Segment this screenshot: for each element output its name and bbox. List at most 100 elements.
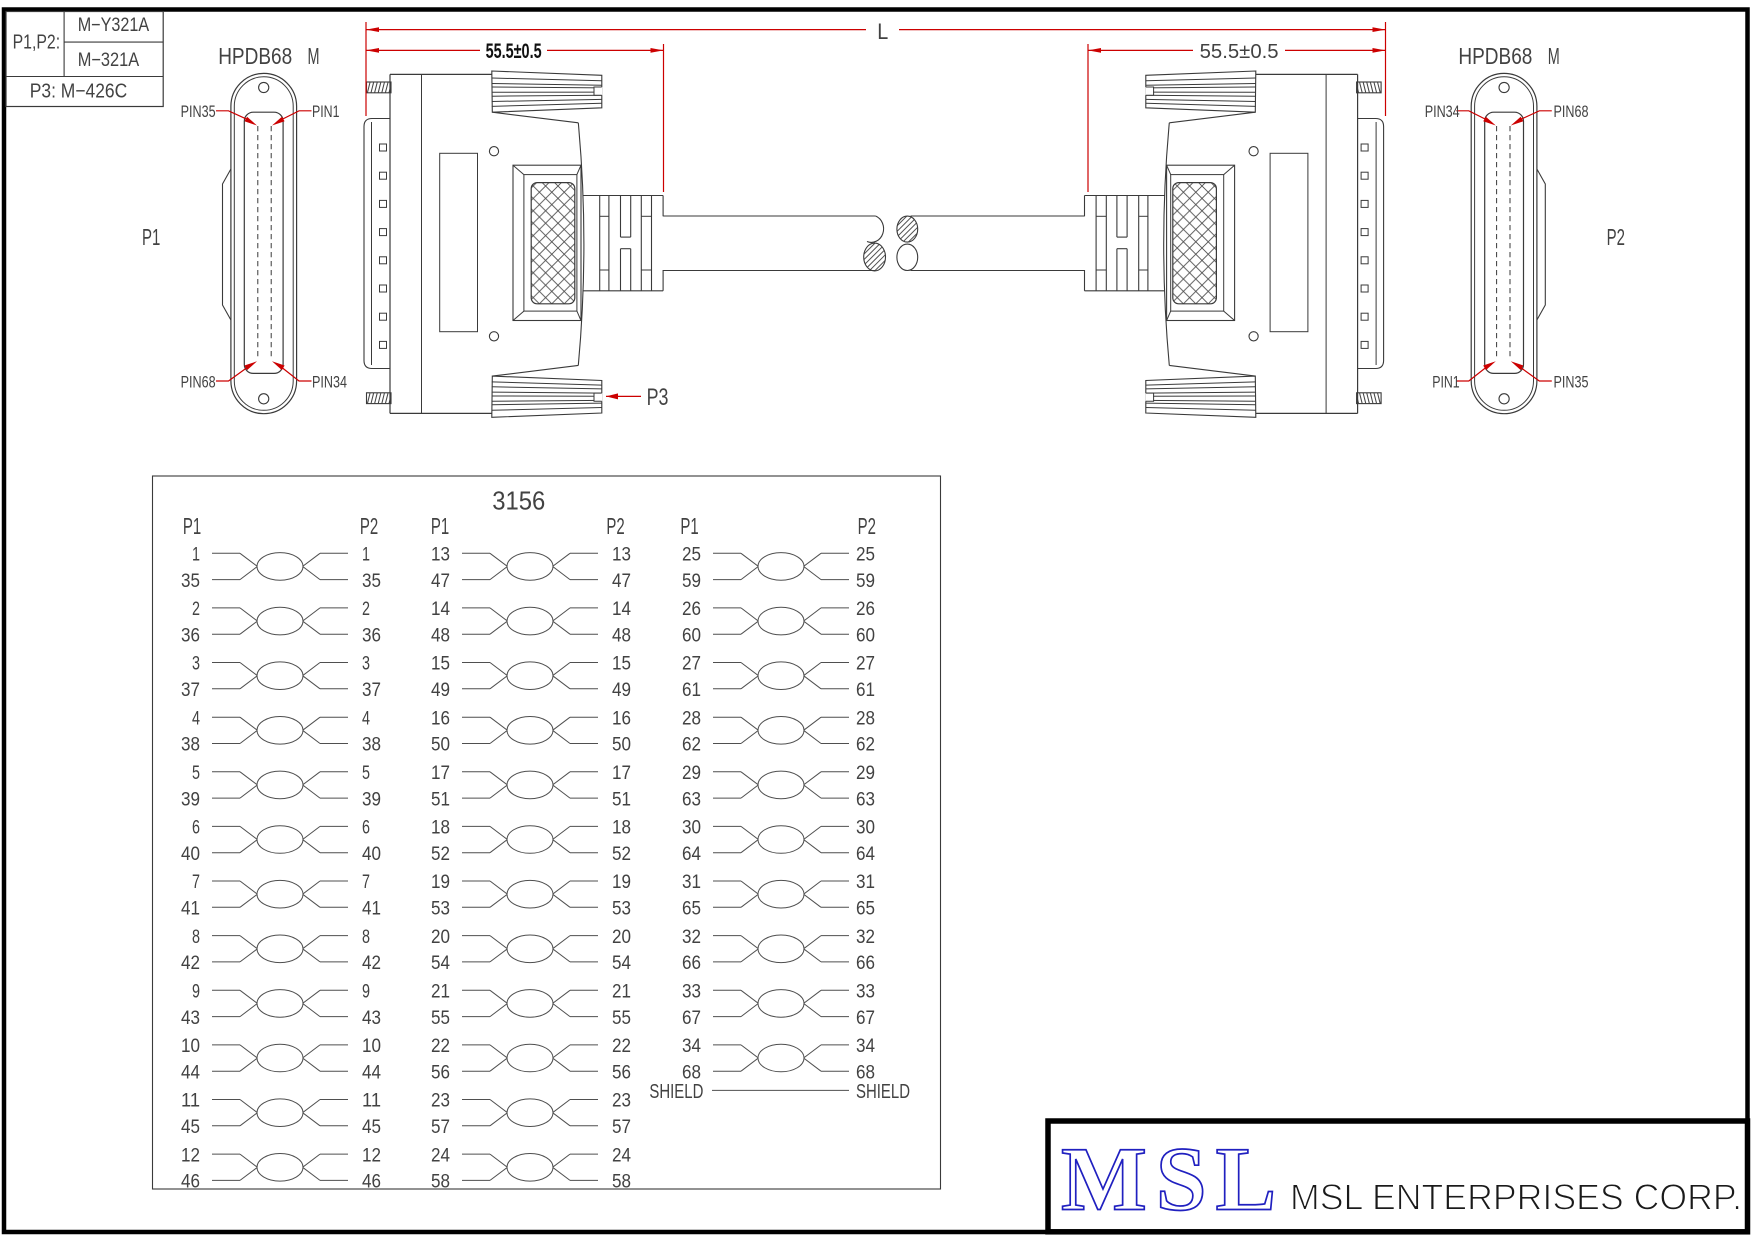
svg-text:PIN1: PIN1 xyxy=(312,102,340,121)
svg-text:46: 46 xyxy=(181,1171,200,1193)
svg-text:24: 24 xyxy=(612,1144,631,1166)
svg-text:30: 30 xyxy=(682,817,701,839)
svg-text:39: 39 xyxy=(181,788,200,810)
svg-text:P1: P1 xyxy=(680,513,698,539)
svg-text:68: 68 xyxy=(856,1061,875,1083)
svg-text:18: 18 xyxy=(431,817,450,839)
svg-text:67: 67 xyxy=(856,1007,875,1029)
svg-text:47: 47 xyxy=(612,570,631,592)
svg-text:43: 43 xyxy=(362,1007,381,1029)
svg-text:53: 53 xyxy=(612,898,631,920)
svg-text:7: 7 xyxy=(192,871,200,893)
svg-text:32: 32 xyxy=(682,926,701,948)
svg-text:P1: P1 xyxy=(142,224,160,250)
svg-text:12: 12 xyxy=(181,1144,200,1166)
svg-text:36: 36 xyxy=(181,624,200,646)
svg-text:33: 33 xyxy=(682,981,701,1003)
svg-text:32: 32 xyxy=(856,926,875,948)
svg-text:46: 46 xyxy=(362,1171,381,1193)
svg-text:37: 37 xyxy=(181,679,200,701)
svg-text:P2: P2 xyxy=(360,513,378,539)
svg-text:52: 52 xyxy=(612,843,631,865)
svg-text:43: 43 xyxy=(181,1007,200,1029)
svg-text:50: 50 xyxy=(612,734,631,756)
svg-text:62: 62 xyxy=(856,734,875,756)
svg-text:HPDB68: HPDB68 xyxy=(1458,43,1532,69)
svg-text:11: 11 xyxy=(181,1090,200,1112)
svg-text:29: 29 xyxy=(682,762,701,784)
svg-text:PIN34: PIN34 xyxy=(312,372,347,391)
svg-text:13: 13 xyxy=(431,544,450,566)
svg-text:38: 38 xyxy=(362,734,381,756)
svg-text:PIN68: PIN68 xyxy=(1554,102,1589,121)
svg-text:5: 5 xyxy=(362,762,370,784)
svg-text:10: 10 xyxy=(362,1035,381,1057)
svg-text:58: 58 xyxy=(612,1171,631,1193)
svg-text:21: 21 xyxy=(612,981,631,1003)
svg-text:10: 10 xyxy=(181,1035,200,1057)
svg-text:48: 48 xyxy=(431,624,450,646)
svg-text:48: 48 xyxy=(612,624,631,646)
svg-text:PIN1: PIN1 xyxy=(1432,372,1460,391)
svg-text:27: 27 xyxy=(856,653,875,675)
svg-text:5: 5 xyxy=(192,762,200,784)
svg-text:M: M xyxy=(308,43,320,69)
svg-text:49: 49 xyxy=(431,679,450,701)
svg-text:P2: P2 xyxy=(1607,224,1625,250)
svg-text:56: 56 xyxy=(612,1061,631,1083)
svg-text:2: 2 xyxy=(362,598,370,620)
svg-text:SHIELD: SHIELD xyxy=(856,1080,910,1103)
svg-text:67: 67 xyxy=(682,1007,701,1029)
svg-text:42: 42 xyxy=(362,952,381,974)
svg-text:41: 41 xyxy=(362,898,381,920)
svg-text:14: 14 xyxy=(612,598,631,620)
svg-text:7: 7 xyxy=(362,871,370,893)
svg-text:55.5±0.5: 55.5±0.5 xyxy=(1200,40,1279,63)
svg-text:36: 36 xyxy=(362,624,381,646)
svg-text:MSL ENTERPRISES CORP.: MSL ENTERPRISES CORP. xyxy=(1290,1177,1742,1218)
svg-text:15: 15 xyxy=(612,653,631,675)
svg-text:15: 15 xyxy=(431,653,450,675)
svg-text:P2: P2 xyxy=(606,513,624,539)
svg-text:58: 58 xyxy=(431,1171,450,1193)
svg-text:45: 45 xyxy=(362,1116,381,1138)
svg-text:P1,P2:: P1,P2: xyxy=(13,31,61,53)
svg-text:57: 57 xyxy=(612,1116,631,1138)
svg-text:64: 64 xyxy=(682,843,701,865)
svg-text:9: 9 xyxy=(192,981,200,1003)
svg-text:27: 27 xyxy=(682,653,701,675)
svg-text:63: 63 xyxy=(682,788,701,810)
svg-text:38: 38 xyxy=(181,734,200,756)
svg-text:35: 35 xyxy=(362,570,381,592)
svg-text:P1: P1 xyxy=(183,513,201,539)
svg-text:45: 45 xyxy=(181,1116,200,1138)
svg-text:50: 50 xyxy=(431,734,450,756)
svg-text:26: 26 xyxy=(856,598,875,620)
svg-text:SHIELD: SHIELD xyxy=(649,1080,703,1103)
svg-text:3: 3 xyxy=(192,653,200,675)
svg-text:39: 39 xyxy=(362,788,381,810)
svg-text:P2: P2 xyxy=(858,513,876,539)
svg-text:28: 28 xyxy=(856,707,875,729)
svg-text:42: 42 xyxy=(181,952,200,974)
svg-text:28: 28 xyxy=(682,707,701,729)
svg-text:37: 37 xyxy=(362,679,381,701)
svg-text:25: 25 xyxy=(682,544,701,566)
svg-text:44: 44 xyxy=(362,1061,381,1083)
svg-text:3156: 3156 xyxy=(492,486,545,516)
svg-text:35: 35 xyxy=(181,570,200,592)
svg-text:6: 6 xyxy=(362,817,370,839)
svg-text:23: 23 xyxy=(431,1090,450,1112)
svg-text:54: 54 xyxy=(431,952,450,974)
svg-text:20: 20 xyxy=(431,926,450,948)
svg-text:33: 33 xyxy=(856,981,875,1003)
svg-text:8: 8 xyxy=(362,926,370,948)
svg-text:55: 55 xyxy=(431,1007,450,1029)
svg-text:53: 53 xyxy=(431,898,450,920)
svg-text:MSL: MSL xyxy=(1061,1129,1285,1230)
svg-text:57: 57 xyxy=(431,1116,450,1138)
svg-text:60: 60 xyxy=(856,624,875,646)
svg-text:41: 41 xyxy=(181,898,200,920)
svg-text:1: 1 xyxy=(192,544,200,566)
svg-text:26: 26 xyxy=(682,598,701,620)
